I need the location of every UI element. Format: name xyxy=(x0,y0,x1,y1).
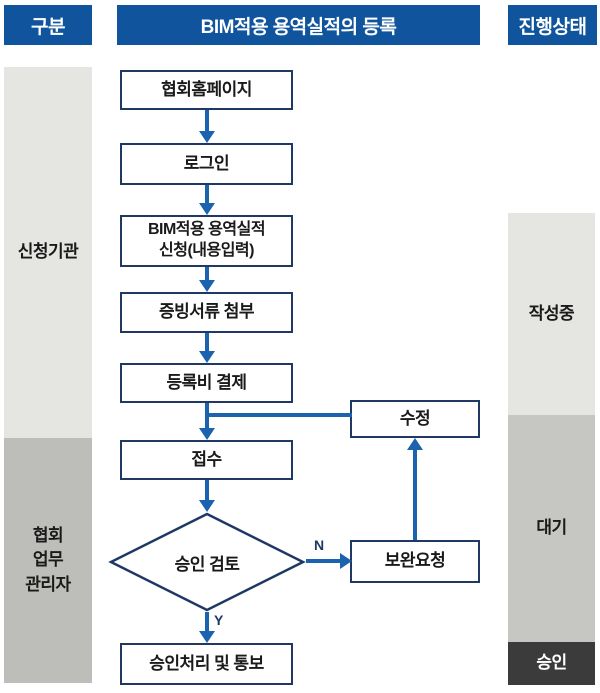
status-writing: 작성중 xyxy=(508,213,595,415)
connector-decision-supplement xyxy=(306,559,340,563)
branch-label-yes: Y xyxy=(214,612,224,628)
arrowhead-to-login xyxy=(199,131,215,143)
arrowhead-to-apply xyxy=(199,203,215,215)
arrowhead-to-receipt xyxy=(199,428,215,440)
branch-label-no: N xyxy=(314,537,325,553)
step-edit: 수정 xyxy=(350,400,480,438)
connector-receipt-decision xyxy=(205,480,209,500)
step-approval-notification: 승인처리 및 통보 xyxy=(120,643,293,685)
lane-applicant: 신청기관 xyxy=(4,67,92,438)
connector-attach-payment xyxy=(205,333,209,351)
arrowhead-to-edit xyxy=(407,438,423,450)
category-header: 구분 xyxy=(4,5,92,45)
decision-approval-review: 승인 검토 xyxy=(108,512,306,612)
step-login: 로그인 xyxy=(120,143,293,185)
step-attach-documents: 증빙서류 첨부 xyxy=(120,292,293,333)
connector-supplement-edit xyxy=(413,450,417,540)
connector-edit-return xyxy=(205,413,352,417)
arrowhead-to-decision xyxy=(199,500,215,512)
lane-association-admin: 협회 업무 관리자 xyxy=(4,438,92,683)
arrowhead-to-supplement xyxy=(340,553,352,569)
step-association-homepage: 협회홈페이지 xyxy=(120,70,293,110)
connector-decision-approval xyxy=(205,612,209,631)
connector-homepage-login xyxy=(205,110,209,131)
process-title-header: BIM적용 용역실적의 등록 xyxy=(117,5,480,45)
step-supplement-request: 보완요청 xyxy=(350,540,480,583)
step-fee-payment: 등록비 결제 xyxy=(120,363,293,403)
connector-login-apply xyxy=(205,185,209,203)
step-apply-input: BIM적용 용역실적 신청(내용입력) xyxy=(120,215,293,267)
diamond-shape xyxy=(108,512,306,612)
connector-apply-attach xyxy=(205,267,209,280)
step-receipt: 접수 xyxy=(120,440,293,480)
status-header: 진행상태 xyxy=(508,5,597,45)
status-approved: 승인 xyxy=(508,642,595,685)
arrowhead-to-approval xyxy=(199,631,215,643)
decision-label: 승인 검토 xyxy=(174,554,240,574)
status-waiting: 대기 xyxy=(508,415,595,642)
arrowhead-to-payment xyxy=(199,351,215,363)
arrowhead-to-attach xyxy=(199,280,215,292)
